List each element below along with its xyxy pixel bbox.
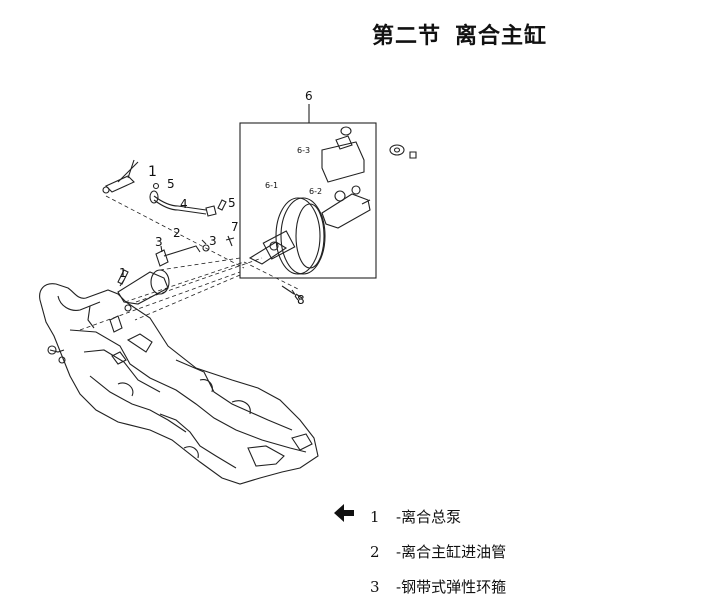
cylinder-flange [150,269,170,295]
callout-1-left: 1 [119,266,127,280]
callout-7: 7 [231,220,239,234]
panel-grommet [47,345,57,355]
legend-number: 1 [370,508,380,526]
inlet-pipe-2 [163,245,201,257]
cap-knob [340,126,352,136]
callout-6-3: 6-3 [297,146,310,155]
grommet [124,304,132,312]
brake-booster-front [275,197,321,275]
callout-8: 8 [297,293,305,307]
callout-6-2: 6-2 [309,187,322,196]
upper-pipe [105,175,135,193]
legend-item-2: 2 -离合主缸进油管 [370,541,506,562]
legend-number: 2 [370,543,380,561]
clamp-5 [217,199,227,211]
small-bolt [409,151,417,159]
alignment-lines [79,195,301,331]
fluid-reservoir [321,141,365,183]
bolt-8 [281,285,297,297]
clip-7 [225,235,235,247]
callout-3-a: 3 [155,235,163,249]
callout-1-top: 1 [148,164,157,180]
detail-box-6 [239,122,377,279]
callout-5-a: 5 [167,177,175,191]
section-number: 第二节 [372,24,442,49]
callout-2: 2 [173,226,181,240]
page-title: 第二节离合主缸 [372,18,547,50]
legend-label: -离合总泵 [396,508,462,526]
diagram-linework [39,104,417,485]
mc-port-b [351,185,361,195]
brake-booster-back [280,197,326,275]
washer [389,144,405,156]
firewall-panel [39,283,319,485]
callout-6: 6 [305,89,313,103]
section-title: 离合主缸 [455,24,548,49]
legend-label: -钢带式弹性环箍 [396,578,507,596]
booster-pushrod [248,241,288,265]
master-cylinder-body [321,193,371,229]
legend-label: -离合主缸进油管 [396,543,507,561]
legend-number: 3 [370,578,380,596]
callout-labels: 1 5 4 5 2 3 3 7 1 6 6-3 6-1 6-2 8 [119,89,322,307]
left-arrow-icon [334,504,354,522]
callout-4: 4 [180,197,188,211]
hose-clip-3 [155,249,169,267]
legend-item-3: 3 -钢带式弹性环箍 [370,576,506,597]
booster-seal [269,241,279,251]
callout-3-b: 3 [209,234,217,248]
hose-end-clamp [149,190,159,204]
legend-item-1: 1 -离合总泵 [370,506,461,527]
booster-mount [262,230,296,260]
callout-5-b: 5 [228,196,236,210]
reservoir-cap [335,135,353,150]
callout-6-1: 6-1 [265,181,278,190]
brake-booster-inner [295,203,325,269]
mc-port-a [334,190,346,202]
